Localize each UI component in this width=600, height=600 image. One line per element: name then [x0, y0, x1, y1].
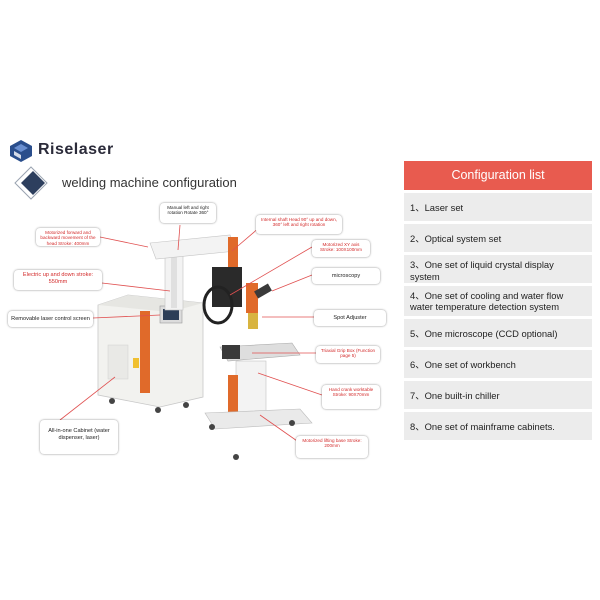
config-item: 8、One set of mainframe cabinets.: [404, 412, 592, 440]
config-item: 6、One set of workbench: [404, 350, 592, 378]
page-subtitle: welding machine configuration: [62, 175, 237, 190]
config-item: 3、One set of liquid crystal display syst…: [404, 255, 592, 283]
brand-logo-icon: [10, 140, 32, 162]
callout-hand-crank: Hand crank worktable Stroke: 90X70mm: [322, 385, 380, 409]
configuration-list: Configuration list 1、Laser set 2、Optical…: [404, 161, 592, 440]
config-item: 7、One built-in chiller: [404, 381, 592, 409]
config-item: 1、Laser set: [404, 193, 592, 221]
callout-manual-rotation: Manual left and right rotation Rotate 36…: [160, 203, 216, 223]
config-item: 4、One set of cooling and water flow wate…: [404, 286, 592, 316]
callout-electric-updown: Electric up and down stroke: 550mm: [14, 270, 102, 290]
config-item: 2、Optical system set: [404, 224, 592, 252]
laser-welding-machine-illustration: [59, 224, 323, 460]
brand-name: Riselaser: [38, 141, 114, 158]
callout-lifting-base: Motorized lifting base Stroke: 200mm: [296, 436, 368, 458]
callout-all-in-one-cabinet: All-in-one Cabinet (water dispenser, las…: [40, 420, 118, 454]
callout-microscopy: microscopy: [312, 268, 380, 284]
callout-internal-shaft: Internal shaft Head 90° up and down, 360…: [256, 215, 342, 234]
callout-motorized-xy: Motorized XY axis Stroke: 100X100mm: [312, 240, 370, 257]
diamond-decoration-icon: [14, 166, 48, 200]
callout-spot-adjuster: Spot Adjuster: [314, 310, 386, 326]
config-item: 5、One microscope (CCD optional): [404, 319, 592, 347]
callout-triaxial-grip: Triaxial Grip Box (Function page 5): [316, 346, 380, 363]
configuration-list-title: Configuration list: [404, 161, 592, 190]
callout-removable-screen: Removable laser control screen: [8, 311, 93, 327]
callout-motorized-forward: Motorized forward and backward movement …: [36, 228, 100, 246]
